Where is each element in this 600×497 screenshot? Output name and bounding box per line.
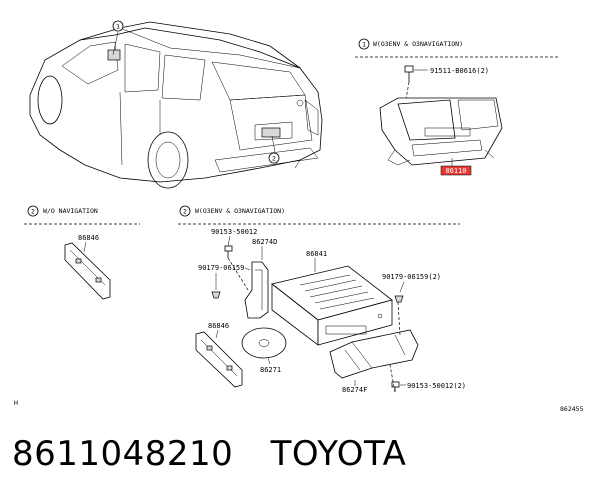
highlight-badge (440, 165, 472, 176)
cover-panel-drawing (195, 331, 243, 388)
label-clip-right: 90179-06159(2) (382, 273, 441, 281)
label-bolt-a: 90153-50012 (211, 228, 257, 236)
small-mark: H (14, 399, 18, 407)
label-disc: 86271 (260, 366, 281, 374)
section-without-navigation: 2 W/O NAVIGATION 86846 (24, 205, 140, 300)
svg-text:2: 2 (272, 155, 276, 163)
section-title-top-right: W(O3ENV & O3NAVIGATION) (373, 40, 463, 48)
svg-text:2: 2 (31, 208, 35, 216)
bracket-d-drawing (244, 261, 269, 319)
cover-panel-drawing (64, 242, 111, 300)
navigation-computer-drawing (271, 265, 393, 346)
bracket-f-drawing (329, 329, 419, 379)
parts-diagram: 1 2 1 W(O3ENV & O3NAVIGATION) 91511-B061… (14, 20, 584, 413)
svg-text:1: 1 (116, 23, 120, 31)
svg-text:2: 2 (183, 208, 187, 216)
label-bracket-d: 86274D (252, 238, 277, 246)
bolt-icon (404, 65, 414, 82)
label-navi-computer: 86841 (306, 250, 327, 258)
display-unit-drawing (379, 97, 503, 166)
label-cover-left: 86846 (78, 234, 99, 242)
callout-2-vehicle: 2 (268, 152, 280, 164)
label-cover-lower: 86846 (208, 322, 229, 330)
bolt-icon (224, 245, 233, 258)
vehicle-illustration (29, 21, 323, 189)
label-clip-left: 90179-06159 (198, 264, 244, 272)
section-navigation-computer: 2 W(O3ENV & O3NAVIGATION) 90153-50012 86… (178, 205, 466, 394)
section-title-bottom: W(O3ENV & O3NAVIGATION) (195, 207, 285, 215)
disc-icon (241, 327, 287, 359)
label-bolt-b: 90153-50012(2) (407, 382, 466, 390)
label-bolt-top: 91511-B0616(2) (430, 67, 489, 75)
footer: 8611048210 TOYOTA (12, 434, 406, 474)
label-display-unit: 86110 (445, 167, 466, 175)
clip-icon (211, 291, 221, 299)
clip-icon (394, 295, 404, 303)
section-title-left: W/O NAVIGATION (43, 207, 98, 215)
svg-text:1: 1 (362, 41, 366, 49)
callout-1-vehicle: 1 (112, 20, 124, 32)
part-number: 8611048210 (12, 434, 234, 474)
reference-code: 862455 (560, 405, 584, 413)
label-bracket-f: 86274F (342, 386, 367, 394)
bolt-icon (391, 381, 400, 392)
brand-name: TOYOTA (270, 434, 407, 474)
section-display-unit: 1 W(O3ENV & O3NAVIGATION) 91511-B0616(2)… (355, 38, 560, 176)
